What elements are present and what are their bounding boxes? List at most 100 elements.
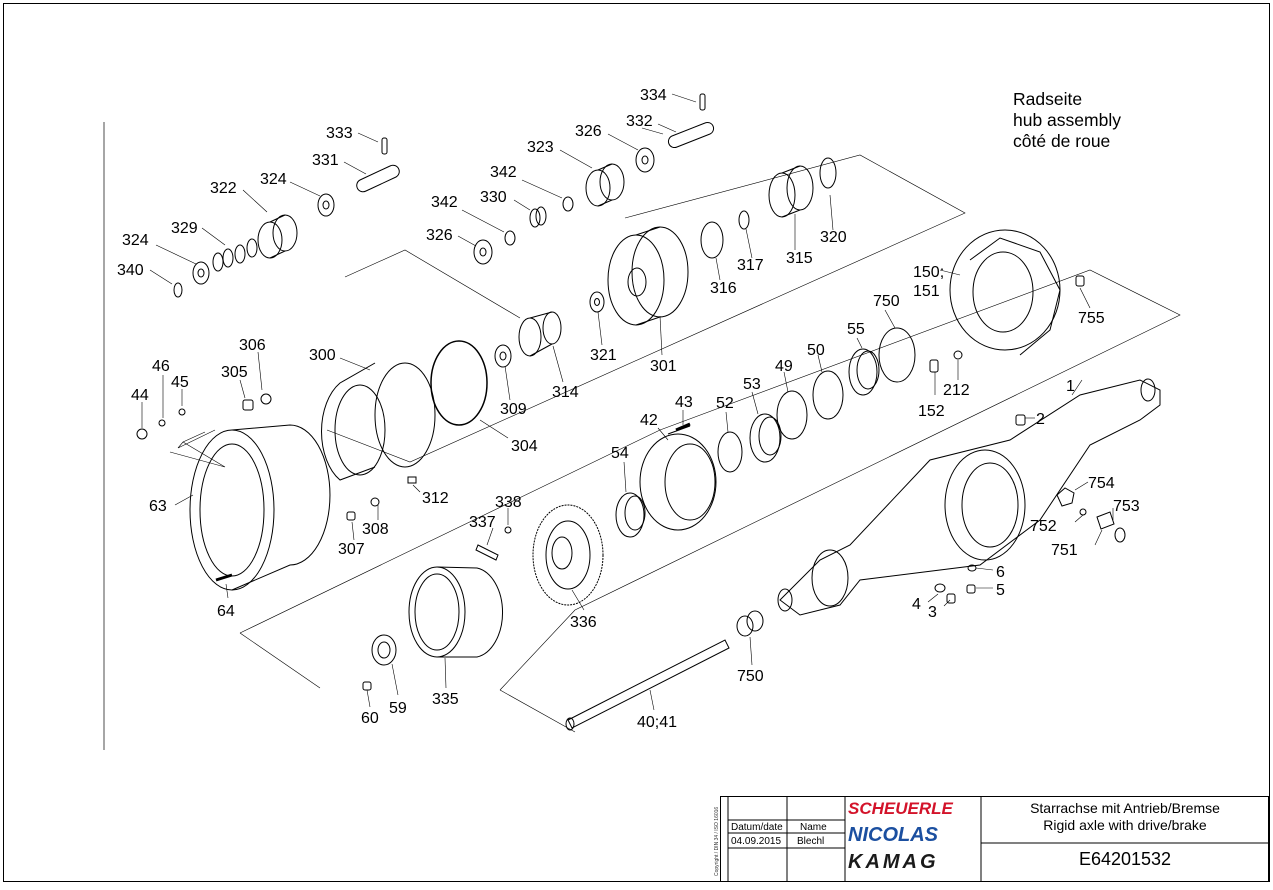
callout-317: 317 — [737, 257, 764, 274]
callout-labels: 334 333 332 331 326 323 324 322 342 330 … — [117, 87, 1140, 731]
callout-326b: 326 — [426, 227, 453, 244]
callout-43: 43 — [675, 394, 693, 411]
callout-314: 314 — [552, 384, 579, 401]
part-314-spline-gear — [518, 311, 562, 357]
callout-300: 300 — [309, 347, 336, 364]
part-336-gear-wheel — [532, 504, 604, 606]
callout-6: 6 — [996, 564, 1005, 581]
callout-316: 316 — [710, 280, 737, 297]
part-300-hub — [321, 362, 436, 481]
callout-753: 753 — [1113, 498, 1140, 515]
callout-750b: 750 — [737, 668, 764, 685]
callout-53: 53 — [743, 376, 761, 393]
name-header: Name — [800, 822, 827, 833]
callout-323: 323 — [527, 139, 554, 156]
callout-3: 3 — [928, 604, 937, 621]
callout-333: 333 — [326, 125, 353, 142]
view-title: Radseite hub assembly côté de roue — [1013, 89, 1121, 152]
callout-49: 49 — [775, 358, 793, 375]
drawing-description: Starrachse mit Antrieb/Bremse Rigid axle… — [983, 800, 1267, 834]
part-335-ring-gear — [408, 566, 503, 658]
callout-45: 45 — [171, 374, 189, 391]
callout-324b: 324 — [122, 232, 149, 249]
callout-754: 754 — [1088, 475, 1115, 492]
part-301-planet-carrier — [607, 226, 689, 326]
callout-301: 301 — [650, 358, 677, 375]
part-304-o-ring — [430, 340, 488, 426]
callout-50: 50 — [807, 342, 825, 359]
callout-63: 63 — [149, 498, 167, 515]
logo-kamag: KAMAG — [848, 851, 939, 874]
callout-212: 212 — [943, 382, 970, 399]
copyright-note: Copyright / DIN 34 / ISO 16016 — [714, 806, 720, 876]
date-header: Datum/date — [731, 822, 783, 833]
title-english: hub assembly — [1013, 110, 1121, 130]
part-59-nut — [362, 634, 397, 691]
callout-326a: 326 — [575, 123, 602, 140]
callout-54: 54 — [611, 445, 629, 462]
part-42-wheel-flange — [639, 422, 717, 531]
part-332-bolt — [657, 121, 715, 149]
callout-60: 60 — [361, 710, 379, 727]
callout-337: 337 — [469, 514, 496, 531]
callout-59: 59 — [389, 700, 407, 717]
callout-5: 5 — [996, 582, 1005, 599]
callout-342b: 342 — [431, 194, 458, 211]
small-fasteners — [136, 393, 417, 582]
name-value: Blechl — [797, 836, 825, 847]
callout-751: 751 — [1051, 542, 1078, 559]
part-150-brake-assembly — [929, 229, 1085, 373]
callout-2: 2 — [1036, 411, 1045, 428]
callout-309: 309 — [500, 401, 527, 418]
part-1-axle-housing — [777, 378, 1161, 616]
callout-755: 755 — [1078, 310, 1105, 327]
callout-52: 52 — [716, 395, 734, 412]
callout-315: 315 — [786, 250, 813, 267]
part-40-41-drive-shaft — [565, 610, 764, 731]
callout-342a: 342 — [490, 164, 517, 181]
callout-330: 330 — [480, 189, 507, 206]
callout-752: 752 — [1030, 518, 1057, 535]
callout-150: 150; — [913, 264, 944, 281]
leader-lines — [141, 127, 1114, 711]
callout-46: 46 — [152, 358, 170, 375]
logo-scheuerle: SCHEUERLE — [848, 799, 953, 819]
part-334-pin — [671, 93, 706, 111]
planet-gears — [212, 163, 625, 272]
callout-306: 306 — [239, 337, 266, 354]
bearings-and-seals — [615, 327, 916, 538]
callout-40-41: 40;41 — [637, 714, 677, 731]
part-333-pin — [357, 132, 388, 155]
logo-scheuerle-text: SCHEUERLE — [848, 799, 953, 818]
callout-55: 55 — [847, 321, 865, 338]
callout-335: 335 — [432, 691, 459, 708]
part-337-plate — [475, 526, 512, 561]
callout-750a: 750 — [873, 293, 900, 310]
callout-324a: 324 — [260, 171, 287, 188]
callout-332: 332 — [626, 113, 653, 130]
callout-336: 336 — [570, 614, 597, 631]
date-value: 04.09.2015 — [731, 836, 782, 847]
washers — [173, 147, 655, 368]
callout-340: 340 — [117, 262, 144, 279]
callout-307: 307 — [338, 541, 365, 558]
description-english: Rigid axle with drive/brake — [1043, 817, 1207, 833]
callout-331: 331 — [312, 152, 339, 169]
logo-kamag-text: KAMAG — [848, 851, 939, 873]
callout-321: 321 — [590, 347, 617, 364]
logo-nicolas: NICOLAS — [848, 824, 938, 847]
sheet-border — [3, 3, 1270, 882]
logo-nicolas-text: NICOLAS — [848, 824, 938, 846]
assembly-guide-lines — [169, 154, 1181, 733]
drawing-number: E64201532 — [1078, 849, 1172, 869]
callout-338: 338 — [495, 494, 522, 511]
callout-322: 322 — [210, 180, 237, 197]
callout-304: 304 — [511, 438, 538, 455]
title-french: côté de roue — [1013, 131, 1111, 151]
callout-308: 308 — [362, 521, 389, 538]
part-331-bolt — [343, 161, 400, 193]
description-german: Starrachse mit Antrieb/Bremse — [1030, 800, 1220, 816]
part-63-brake-drum — [189, 424, 331, 591]
